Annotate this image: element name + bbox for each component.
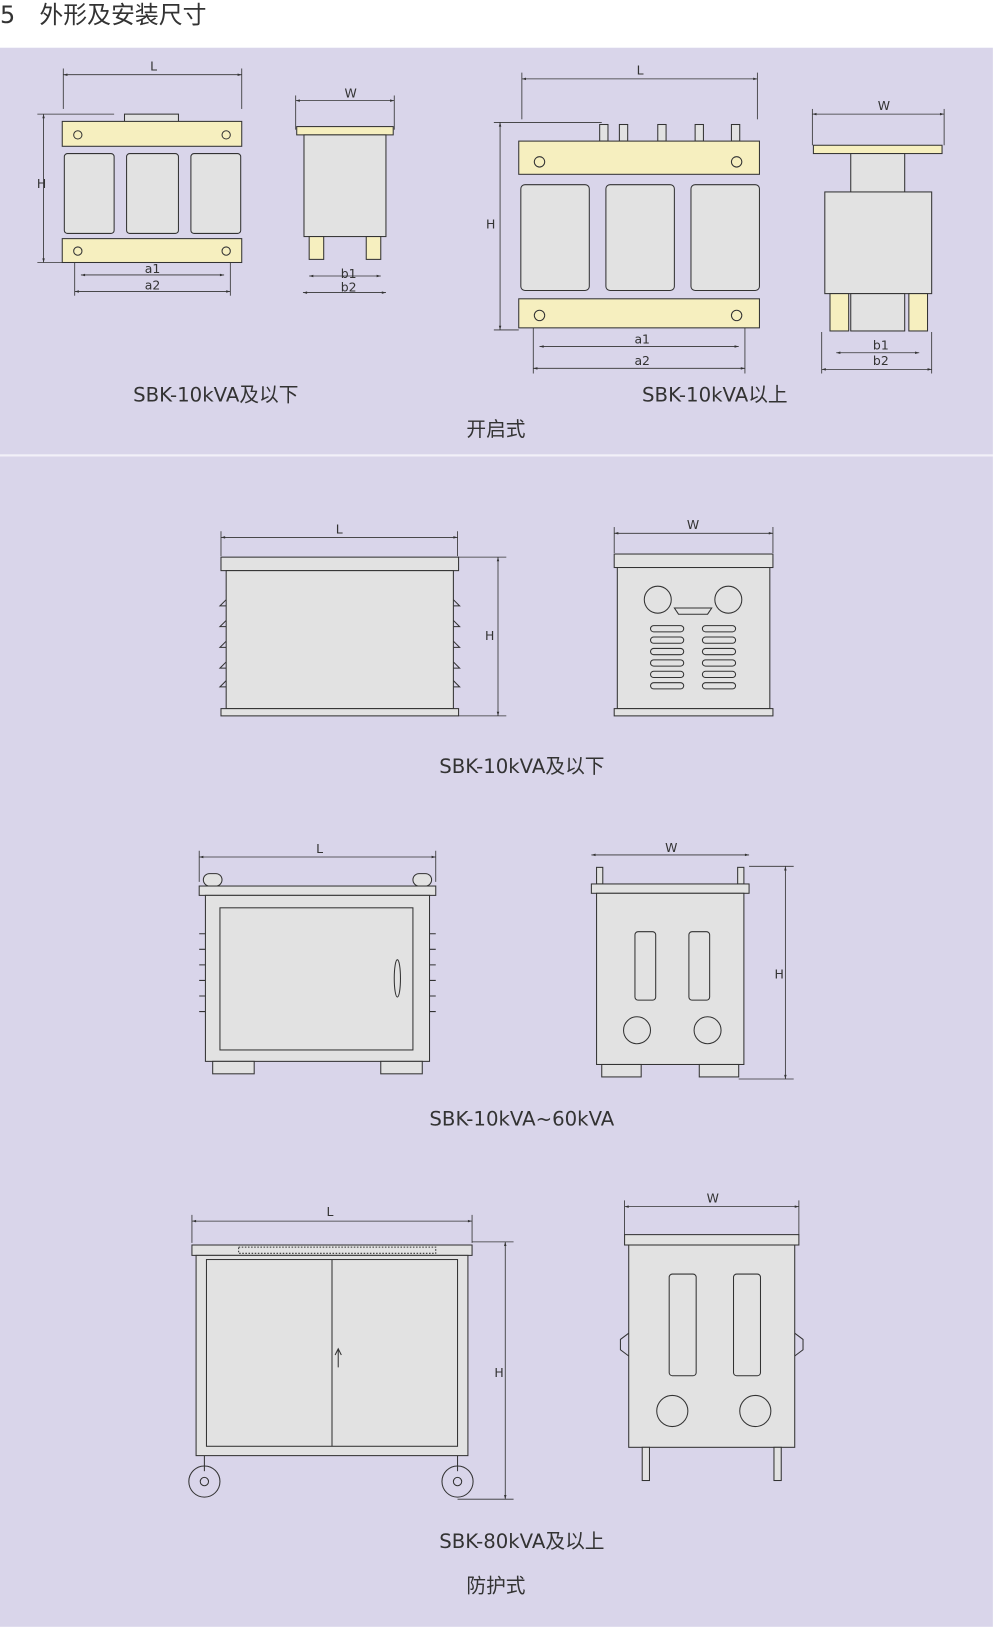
dimension-label: H <box>486 216 495 231</box>
dimension-label: L <box>336 521 343 536</box>
protective-small-front-view: L H <box>218 521 507 717</box>
dimension-label: L <box>150 59 157 74</box>
dimension-label: H <box>485 628 494 643</box>
dimension-label: a2 <box>634 353 650 368</box>
dimension-label: W <box>878 98 890 113</box>
protective-large-caption: SBK-80kVA及以上 <box>439 1530 604 1553</box>
dimension-label: H <box>494 1365 503 1380</box>
protective-small-caption: SBK-10kVA及以下 <box>439 755 604 778</box>
dimension-label: a1 <box>145 261 161 276</box>
open-large-front-view: L H a1 a2 <box>486 63 760 374</box>
protective-large-front-view: L H <box>188 1204 514 1500</box>
open-small-front-view: L H a1 a2 <box>37 59 243 296</box>
dimension-label: L <box>637 63 644 78</box>
dimension-label: W <box>345 86 357 101</box>
dimension-label: L <box>326 1204 333 1219</box>
dimension-label: b1 <box>873 338 889 353</box>
protective-medium-caption: SBK-10kVA~60kVA <box>429 1108 614 1131</box>
dimension-label: b2 <box>341 280 357 295</box>
open-small-caption: SBK-10kVA及以下 <box>133 384 298 407</box>
protective-large-side-view: W <box>619 1190 804 1482</box>
dimension-label: H <box>774 966 783 981</box>
dimension-label: b1 <box>341 266 357 281</box>
dimension-label: W <box>707 1190 719 1205</box>
open-small-side-view: W b1 b2 <box>295 86 395 295</box>
protective-medium-side-view: W H <box>590 840 794 1080</box>
dimension-label: a1 <box>634 331 650 346</box>
open-large-caption: SBK-10kVA以上 <box>642 384 788 407</box>
open-large-side-view: W b1 b2 <box>811 98 945 374</box>
dimension-label: W <box>665 840 677 855</box>
protective-type-panel <box>0 456 993 1627</box>
dimension-label: b2 <box>873 353 889 368</box>
section-number: 5 <box>0 1 15 29</box>
protective-type-label: 防护式 <box>466 1575 525 1598</box>
open-type-label: 开启式 <box>466 418 525 441</box>
section-title: 外形及安装尺寸 <box>39 1 206 29</box>
dimension-label: H <box>37 176 46 191</box>
protective-medium-front-view: L <box>198 841 437 1075</box>
dimension-label: a2 <box>145 277 161 292</box>
dimension-label: W <box>687 517 699 532</box>
protective-small-side-view: W <box>613 517 774 717</box>
dimension-label: L <box>316 841 323 856</box>
